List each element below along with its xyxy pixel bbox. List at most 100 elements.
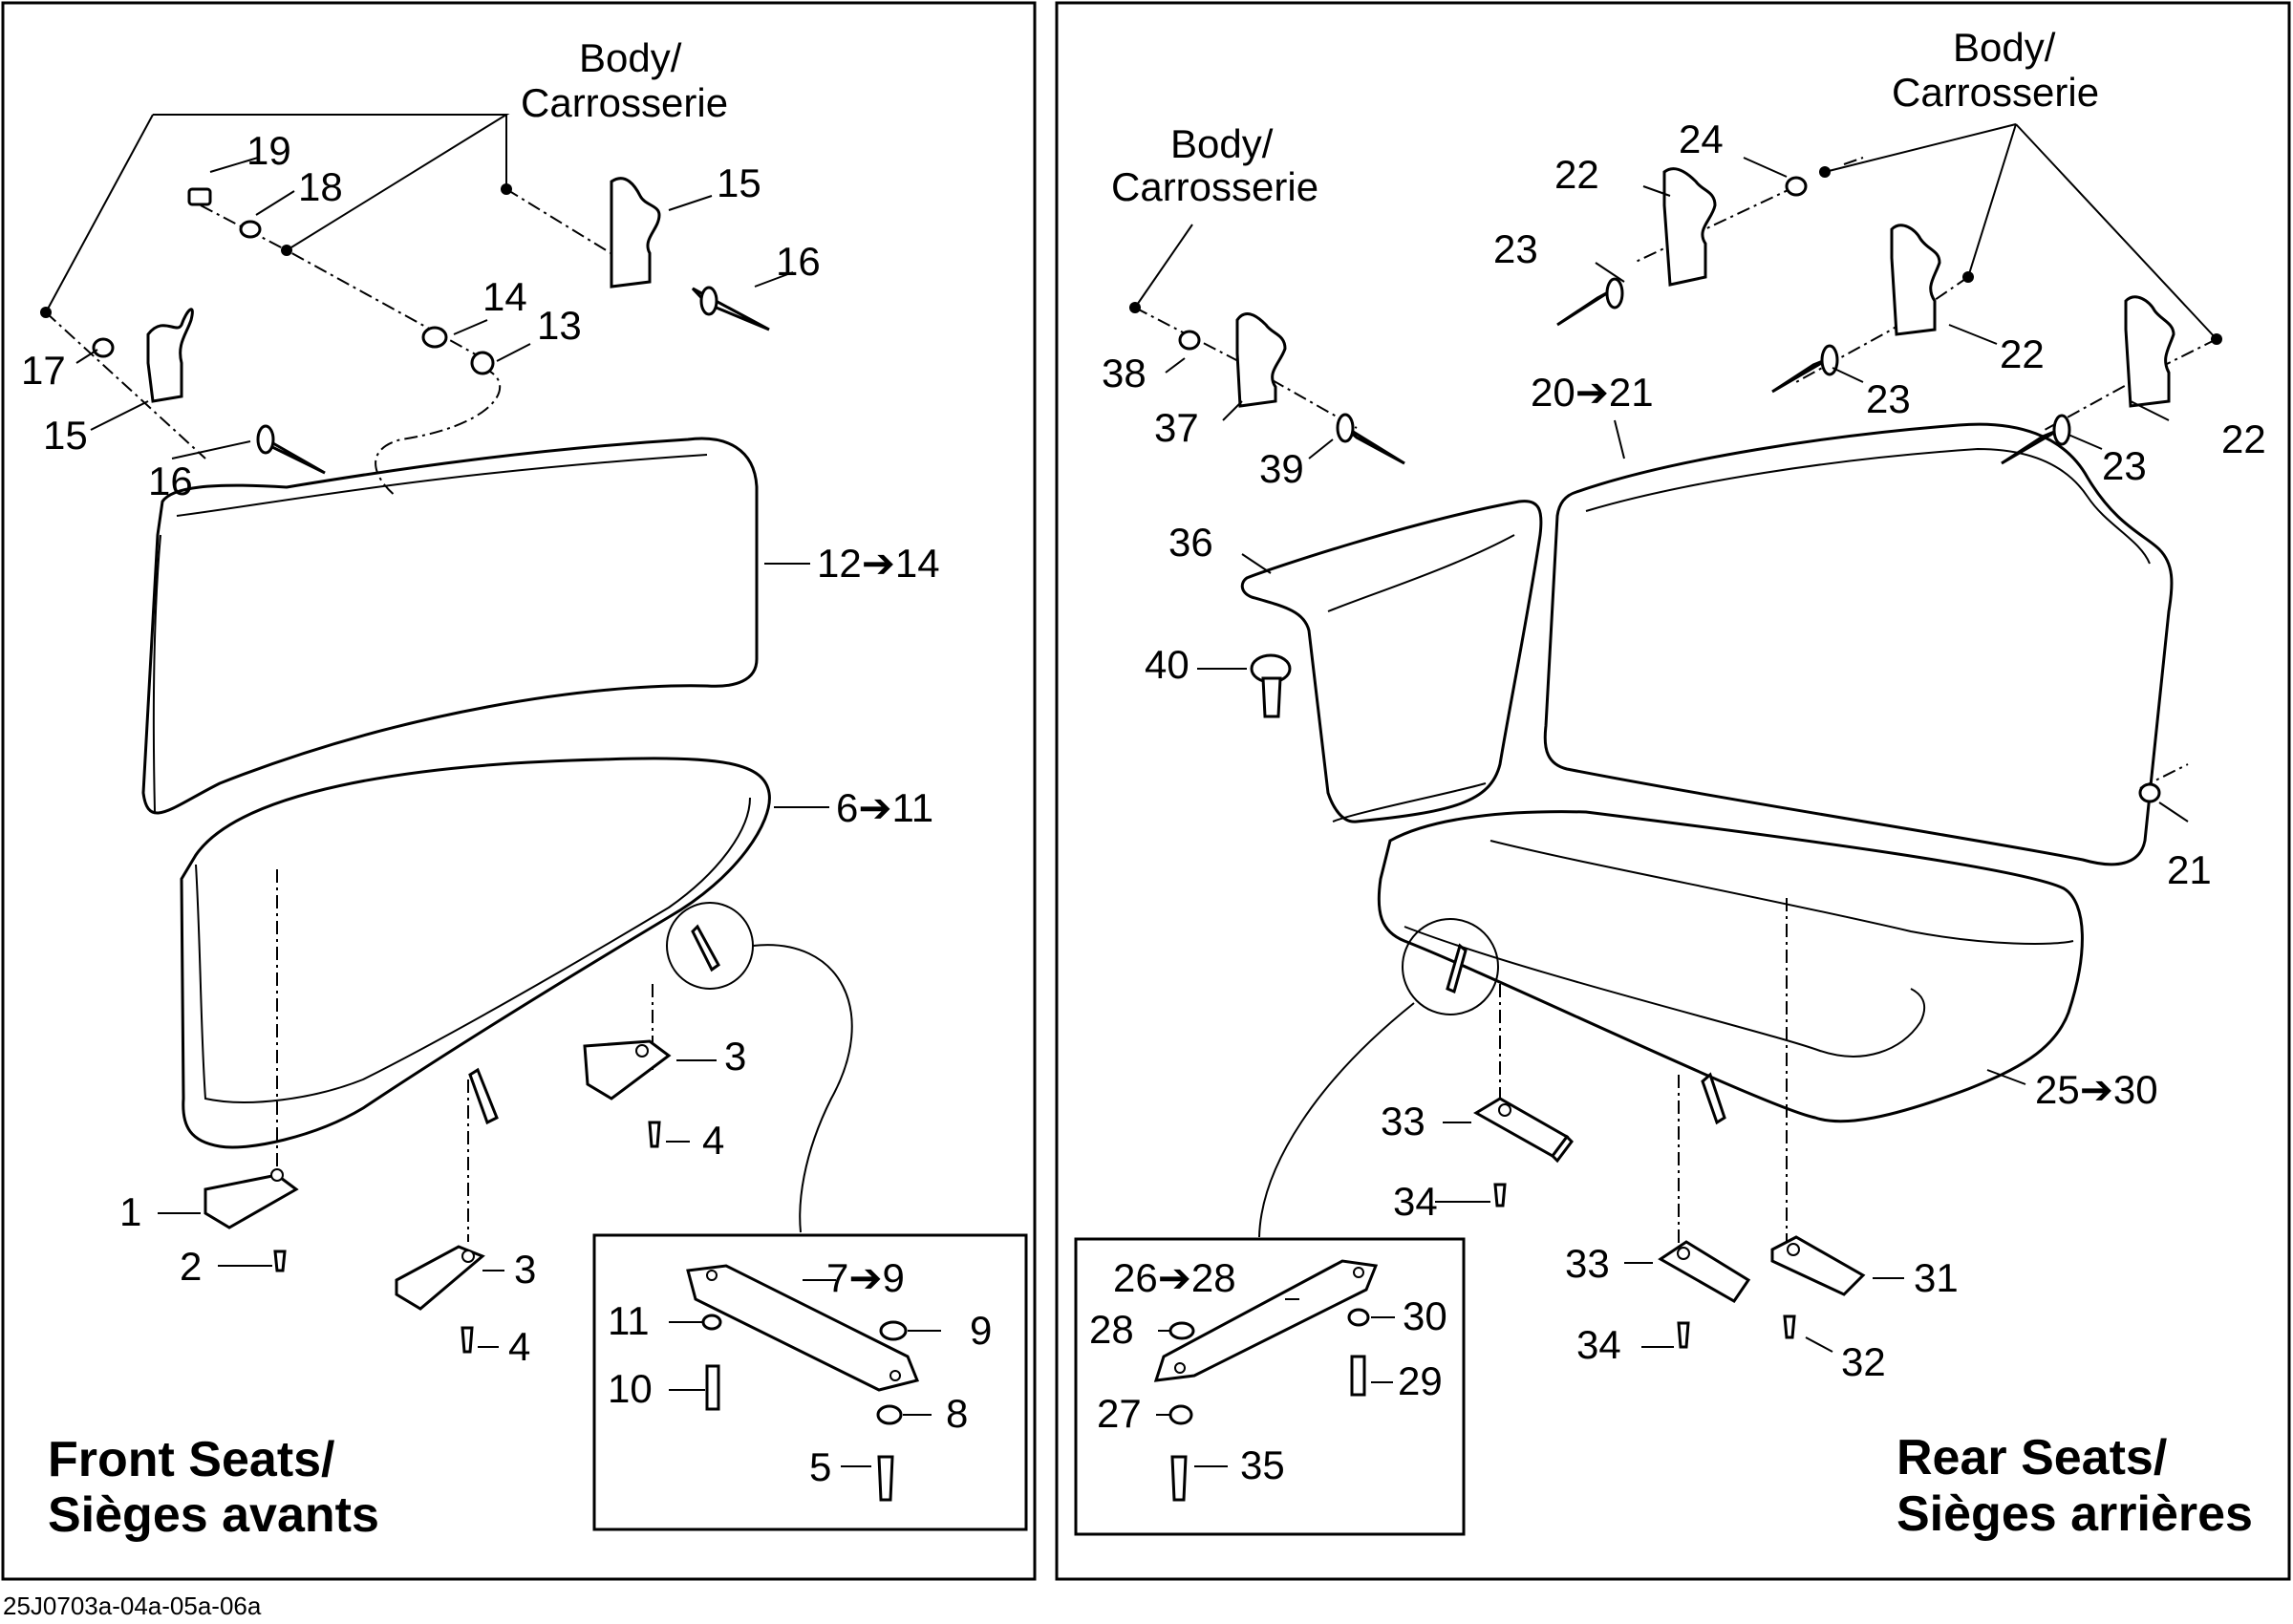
nut-19 <box>187 187 212 206</box>
screw-34-upper <box>1493 1183 1507 1207</box>
label-22-middle: 22 <box>2000 331 2045 376</box>
body-label-b-line1: Body/ <box>1953 25 2056 70</box>
cap-9 <box>879 1320 908 1341</box>
label-17: 17 <box>21 348 66 393</box>
label-2: 2 <box>180 1244 202 1289</box>
screw-32 <box>1783 1314 1796 1339</box>
label-1: 1 <box>119 1189 141 1234</box>
screw-35 <box>1170 1455 1188 1502</box>
label-20: 20➔21 <box>1531 370 1654 415</box>
mount-block-3-upper <box>583 1039 672 1100</box>
rear-title-line1: Rear Seats/ <box>1897 1430 2167 1485</box>
pin-23-lower <box>2001 428 2060 465</box>
label-38: 38 <box>1102 351 1146 395</box>
washer-38 <box>1178 330 1201 351</box>
mount-block-3-lower <box>395 1245 485 1311</box>
label-7: 7➔9 <box>826 1255 905 1300</box>
screw-4-lower <box>461 1326 474 1354</box>
washer-11 <box>701 1314 722 1331</box>
label-16-lower: 16 <box>148 459 193 503</box>
front-seat-cushion <box>180 757 771 1149</box>
washer-24 <box>1785 176 1808 197</box>
label-10: 10 <box>608 1366 653 1411</box>
label-16-upper: 16 <box>776 239 821 284</box>
screw-2 <box>273 1250 287 1272</box>
label-23-middle: 23 <box>1866 376 1911 421</box>
label-33-lower: 33 <box>1565 1241 1610 1286</box>
detail-callout-circle <box>666 902 754 990</box>
label-33-upper: 33 <box>1381 1099 1425 1143</box>
label-5: 5 <box>809 1444 831 1489</box>
washer-21 <box>2138 782 2161 803</box>
label-9: 9 <box>970 1308 992 1353</box>
label-6: 6➔11 <box>836 785 933 830</box>
cap-28 <box>1168 1321 1195 1340</box>
washer-18 <box>239 220 262 239</box>
body-label-b-line2: Carrosserie <box>1892 70 2099 115</box>
bracket-37 <box>1235 312 1287 408</box>
label-36: 36 <box>1168 520 1213 565</box>
label-13: 13 <box>537 303 582 348</box>
label-23-lower: 23 <box>2102 443 2147 488</box>
rear-detail-callout-circle <box>1402 918 1499 1015</box>
label-3-upper: 3 <box>724 1034 746 1079</box>
label-31: 31 <box>1914 1255 1959 1300</box>
bracket-22-upper <box>1662 167 1717 287</box>
label-29: 29 <box>1398 1358 1443 1403</box>
label-32: 32 <box>1841 1339 1886 1384</box>
label-34-lower: 34 <box>1576 1322 1621 1367</box>
bracket-15-lower <box>146 308 194 403</box>
label-28: 28 <box>1089 1307 1134 1352</box>
screw-4-upper <box>648 1121 661 1148</box>
label-19: 19 <box>246 128 291 173</box>
label-22-upper: 22 <box>1554 152 1599 197</box>
label-12: 12➔14 <box>817 541 940 586</box>
label-11: 11 <box>608 1298 650 1343</box>
front-title-line1: Front Seats/ <box>48 1432 335 1487</box>
label-14: 14 <box>482 274 527 319</box>
label-23-upper: 23 <box>1493 226 1538 271</box>
bracket-22-lower <box>2124 295 2175 408</box>
label-37: 37 <box>1154 405 1199 450</box>
lock-washer-13 <box>470 351 495 375</box>
rear-seat-cushion <box>1377 810 2084 1123</box>
body-label-a-line2: Carrosserie <box>1111 164 1318 209</box>
label-24: 24 <box>1679 117 1724 161</box>
rear-seats-drawing: Body/ Carrosserie Body/ Carrosserie 24 2… <box>1074 25 2266 1542</box>
mount-block-1 <box>204 1173 299 1229</box>
screw-5 <box>877 1455 894 1502</box>
rear-seats-panel <box>1055 1 2291 1581</box>
label-34-upper: 34 <box>1393 1179 1438 1224</box>
strap-7 <box>686 1264 920 1392</box>
label-18: 18 <box>298 164 343 209</box>
front-detail-box <box>592 1233 1028 1531</box>
bracket-22-middle <box>1890 224 1941 336</box>
body-label-a-line1: Body/ <box>1170 121 1274 166</box>
bolt-29 <box>1350 1355 1366 1397</box>
mount-block-31 <box>1770 1235 1866 1296</box>
mount-block-33-lower <box>1658 1240 1751 1303</box>
figure-code: 25J0703a-04a-05a-06a <box>3 1592 262 1620</box>
nut-8 <box>876 1404 903 1425</box>
nut-27 <box>1168 1404 1193 1425</box>
label-3-lower: 3 <box>514 1247 536 1292</box>
rear-title-line2: Sièges arrières <box>1897 1486 2253 1542</box>
screw-34-lower <box>1677 1321 1690 1349</box>
body-label-line1: Body/ <box>579 35 682 80</box>
front-seats-drawing: Body/ Carrosserie 19 18 15 16 14 13 17 1… <box>21 35 1028 1543</box>
label-25: 25➔30 <box>2035 1067 2158 1112</box>
label-30: 30 <box>1403 1293 1447 1338</box>
label-4-lower: 4 <box>508 1324 530 1369</box>
rear-side-panel <box>1240 500 1543 823</box>
washer-17 <box>92 337 115 358</box>
strap-26 <box>1153 1259 1379 1382</box>
pin-23-upper <box>1556 289 1611 327</box>
label-22-lower: 22 <box>2221 417 2266 461</box>
label-21: 21 <box>2167 847 2212 892</box>
rear-detail-box <box>1074 1237 1466 1536</box>
front-title-line2: Sièges avants <box>48 1487 379 1543</box>
label-40: 40 <box>1145 642 1189 687</box>
label-15-upper: 15 <box>717 160 761 205</box>
